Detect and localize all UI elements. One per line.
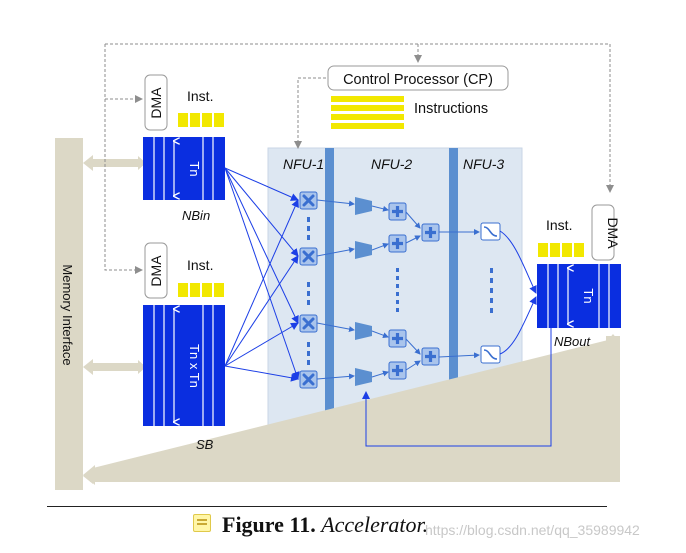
multiplier-units (299, 191, 318, 389)
dma-nbin-label: DMA (148, 87, 164, 119)
adder-tree (355, 197, 480, 386)
sb-tnxtn-label: Tn x Tn (187, 344, 202, 388)
memory-interface-label: Memory Interface (60, 264, 75, 365)
instructions-stack (331, 96, 404, 129)
dma-nbout-box (591, 204, 615, 261)
nbin-label: NBin (182, 208, 210, 223)
inst-nbout-label: Inst. (546, 217, 572, 233)
instructions-label: Instructions (414, 101, 488, 117)
nfu1-label: NFU-1 (283, 156, 324, 172)
nfu-divider-1 (325, 148, 334, 425)
adder-trapezoid (355, 241, 372, 259)
nbout-tn-label: Tn (581, 288, 596, 303)
inst-sb-slots (178, 283, 224, 297)
dma-nbout-label: DMA (605, 217, 621, 249)
activation-ellipsis (490, 268, 493, 313)
multiplier-icon (299, 191, 318, 210)
adder-icon (388, 361, 407, 380)
inst-nbin-label: Inst. (187, 88, 213, 104)
memory-interface: Memory Interface (55, 138, 83, 490)
dma-sb-label: DMA (148, 255, 164, 287)
multiplier-icon (299, 247, 318, 266)
note-icon (193, 514, 211, 532)
figure-caption: Figure 11. Accelerator. (222, 512, 428, 538)
multiplier-ellipsis (307, 217, 310, 365)
nfu3-label: NFU-3 (463, 156, 504, 172)
sb-label: SB (196, 437, 214, 452)
activation-units (480, 222, 501, 364)
watermark: https://blog.csdn.net/qq_35989942 (425, 522, 640, 538)
caption-rule (47, 506, 607, 507)
cp-left-bus (104, 44, 143, 274)
adder-icon (388, 202, 407, 221)
cp-to-nfu (294, 77, 326, 149)
nbin-tn-label: Tn (187, 161, 202, 176)
nbout-feedback-loop (362, 328, 552, 447)
memory-return-arrowhead (83, 465, 95, 485)
adder-icon (388, 234, 407, 253)
sigmoid-icon (480, 222, 501, 241)
inst-nbout-slots (538, 243, 584, 257)
inst-sb-label: Inst. (187, 257, 213, 273)
nbout-label: NBout (554, 334, 592, 349)
nbout-memory-bar (606, 336, 620, 482)
nfu2-label: NFU-2 (371, 156, 412, 172)
control-processor-label: Control Processor (CP) (343, 72, 493, 88)
adder-icon (421, 223, 440, 242)
figure-number: Figure 11. (222, 512, 316, 537)
sb-buffer: Tn x Tn (143, 305, 225, 426)
multiplier-icon (299, 370, 318, 389)
adder-trapezoid (355, 197, 372, 215)
cp-top-bus (105, 43, 614, 193)
dma-sb-box (144, 242, 168, 299)
nfu3-to-nbout-links (499, 230, 537, 355)
nfu-divider-2 (449, 148, 458, 425)
control-processor-box (327, 65, 509, 91)
nfu1-to-nfu2-links (316, 199, 355, 380)
buffer-to-multiplier-wires (224, 167, 300, 382)
nbin-buffer: Tn (143, 137, 225, 200)
nbout-buffer: Tn (537, 264, 621, 328)
memory-return-bar (90, 469, 620, 482)
sigmoid-icon (480, 345, 501, 364)
inst-nbin-slots (178, 113, 224, 127)
adder-icon (421, 347, 440, 366)
adder-trapezoid (355, 322, 372, 340)
memory-nbin-link (83, 155, 146, 171)
adder-ellipsis (396, 268, 399, 312)
memory-sb-link (83, 359, 146, 375)
adder-icon (388, 329, 407, 348)
diagram-canvas: Memory Interface Control Processor (CP) … (55, 43, 621, 490)
figure-title: Accelerator. (321, 512, 429, 537)
dma-nbin-box (144, 74, 168, 131)
multiplier-icon (299, 314, 318, 333)
adder-trapezoid (355, 368, 372, 386)
